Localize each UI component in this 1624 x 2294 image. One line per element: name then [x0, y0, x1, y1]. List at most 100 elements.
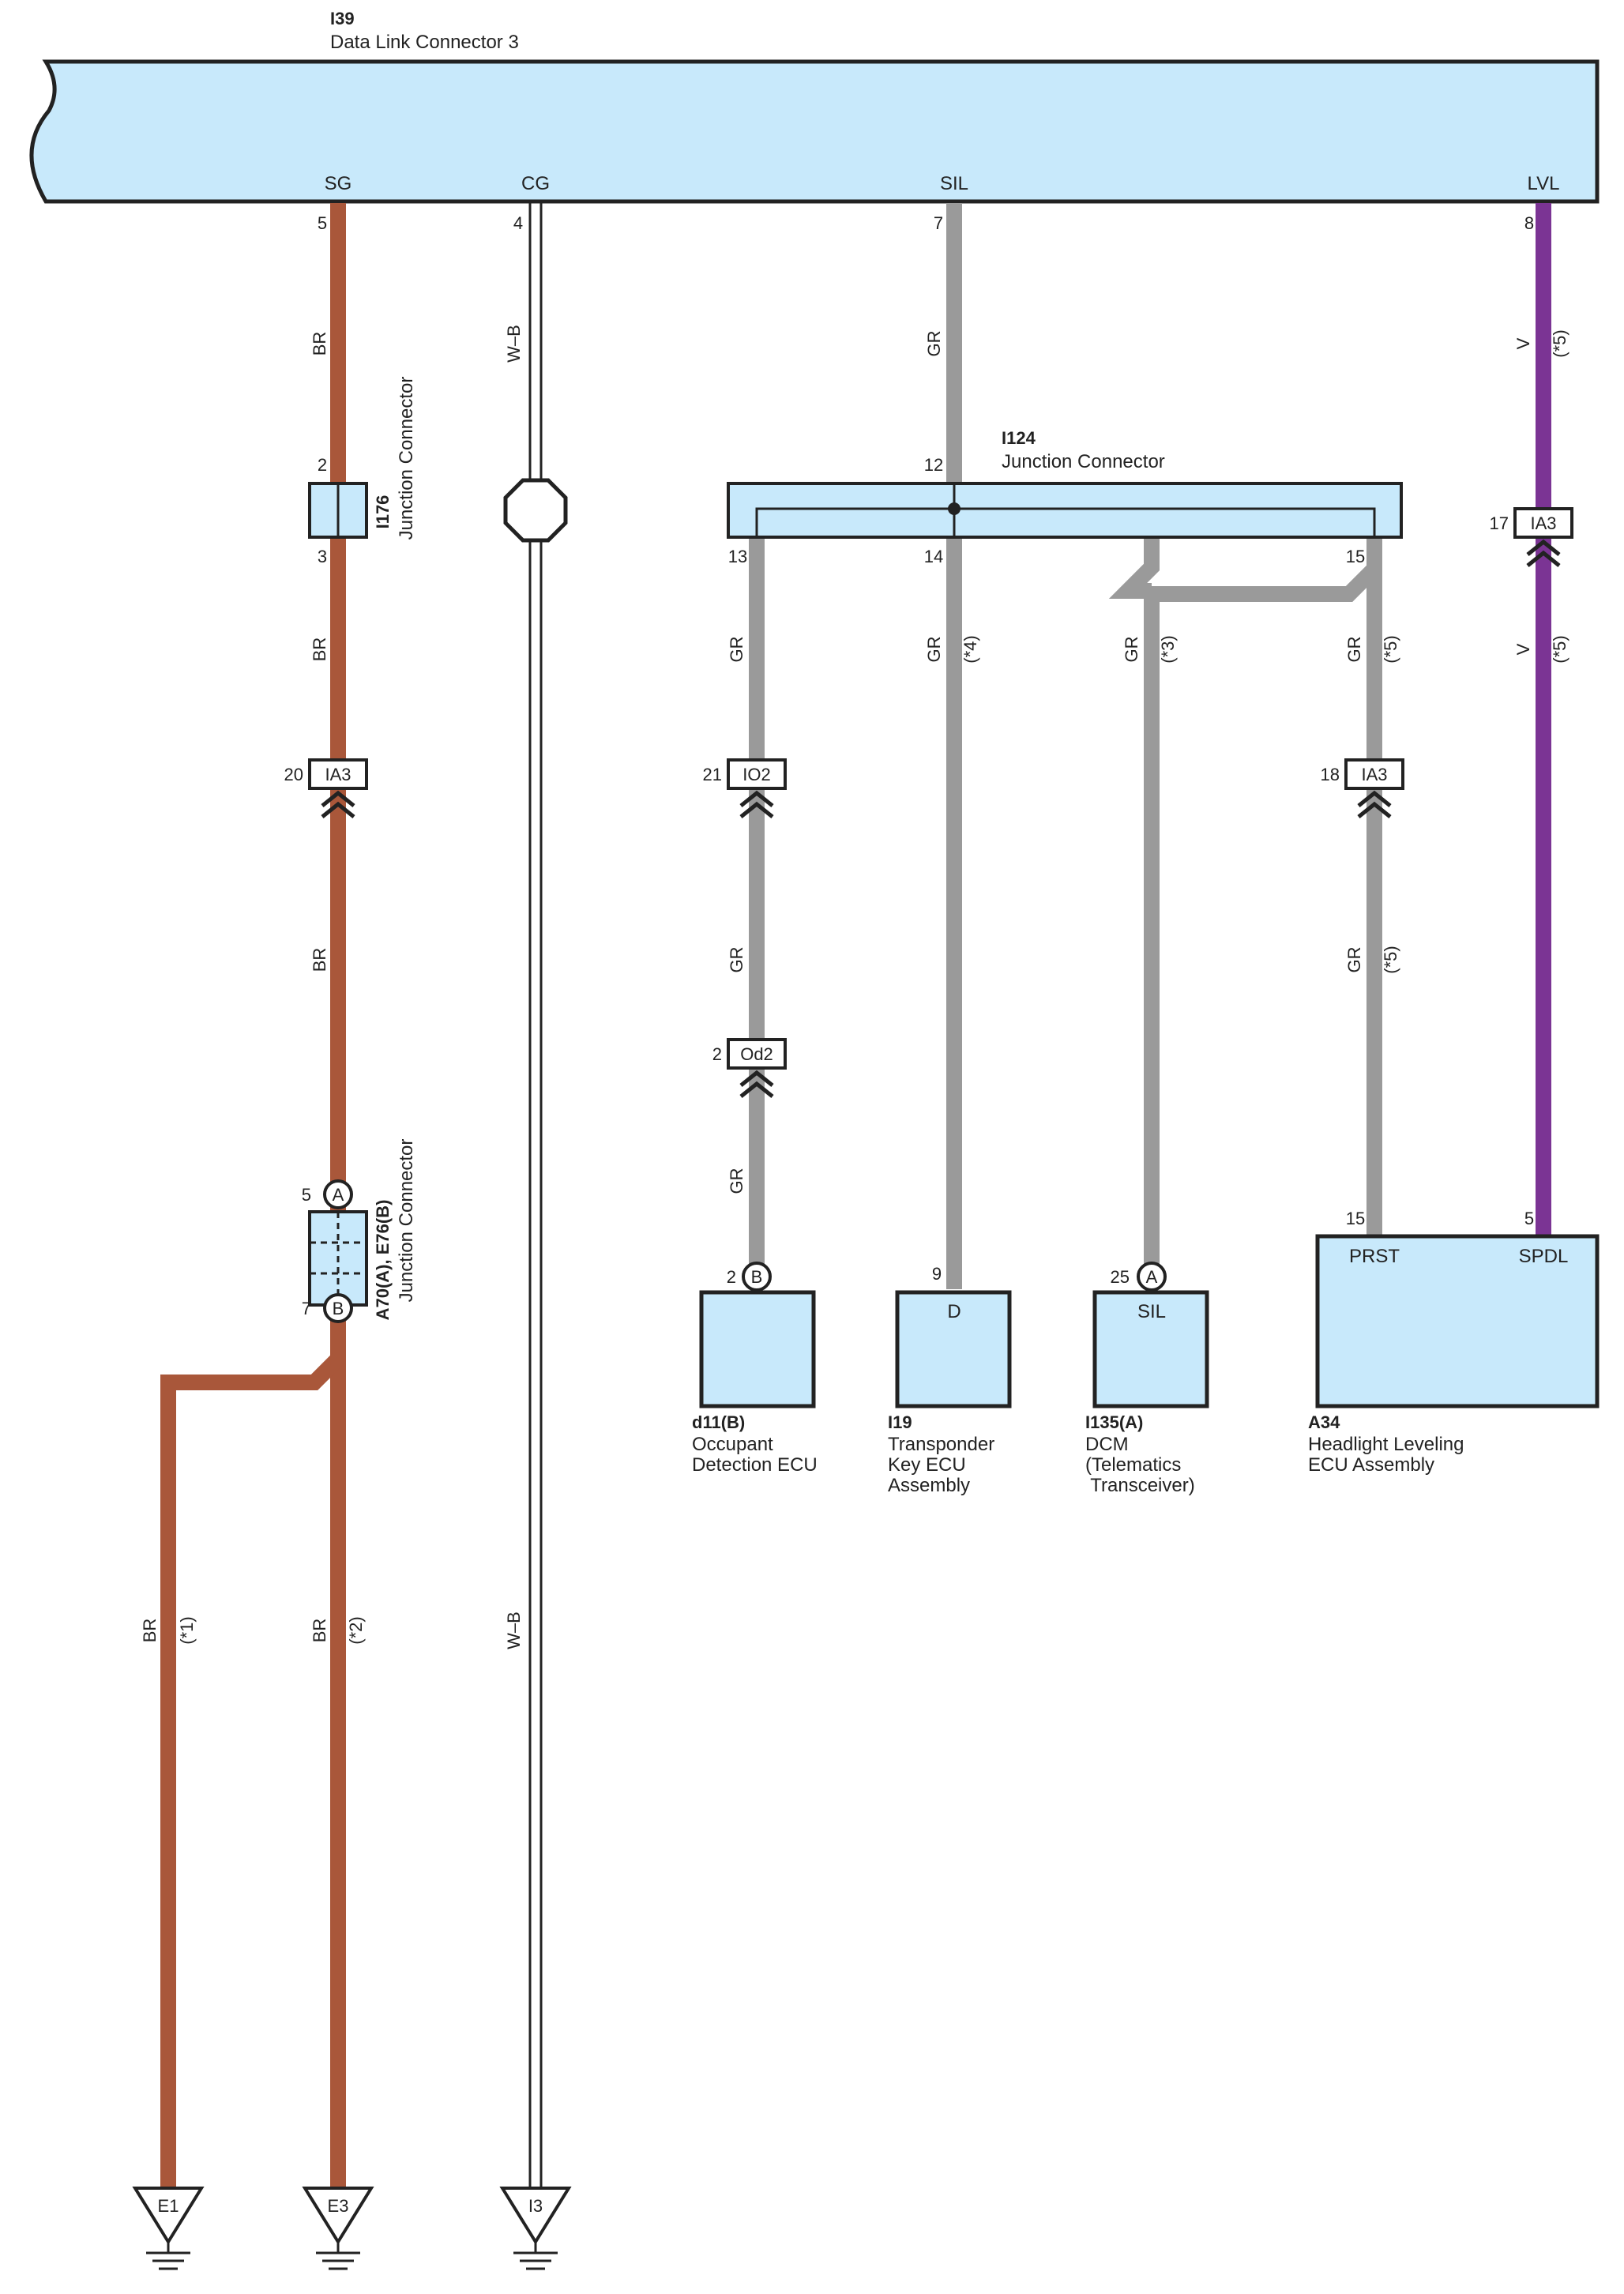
a34-terminal-prst: PRST — [1349, 1246, 1400, 1267]
wire-label-b15-1: GR — [1344, 637, 1364, 663]
junction-i124-pin-12: 12 — [924, 455, 943, 475]
wire-label-lvl-1: V — [1513, 337, 1533, 349]
junction-i124-pin-15: 15 — [1346, 547, 1365, 566]
dlc-pin-7: 7 — [934, 213, 943, 233]
i135-pin: 25 — [1111, 1267, 1130, 1287]
wire-label-b15-2-note: (*5) — [1381, 946, 1400, 973]
wire-label-lvl-2: V — [1513, 643, 1533, 655]
junction-i176-pin-top: 2 — [318, 455, 327, 475]
cg-shield-octagon — [503, 478, 568, 543]
inline-connector-io2: IO2 21 — [703, 758, 787, 818]
d11-name-line-2: Detection ECU — [692, 1454, 818, 1476]
junction-i124: I124 Junction Connector 12 13 14 15 — [727, 428, 1403, 566]
a34-name-line-1: Headlight Leveling — [1308, 1434, 1464, 1455]
wire-label-e3: BR — [310, 1619, 329, 1643]
svg-text:20: 20 — [284, 765, 303, 784]
wire-label-b13-1: GR — [727, 637, 746, 663]
wire-label-b13-2: GR — [727, 947, 746, 973]
junction-i124-pin-14: 14 — [924, 547, 943, 566]
junction-i176: 2 3 I176 Junction Connector — [308, 377, 417, 566]
d11-pin: 2 — [727, 1267, 736, 1287]
wire-label-b15a-note: (*3) — [1158, 635, 1178, 663]
junction-i124-name: Junction Connector — [1002, 451, 1165, 472]
inline-connector-ia3-mid: IA3 18 — [1321, 758, 1404, 818]
wire-color-labels: BR BR BR BR (*1) BR (*2) W–B W–B GR GR G… — [140, 325, 1569, 1649]
i19-name-line-2: Key ECU — [888, 1454, 966, 1476]
wire-label-e3-note: (*2) — [346, 1616, 366, 1644]
i135-name-line-2: (Telematics — [1085, 1454, 1181, 1476]
svg-text:IO2: IO2 — [742, 765, 770, 784]
dlc-pin-4: 4 — [513, 213, 523, 233]
svg-text:E3: E3 — [328, 2196, 349, 2216]
i19-terminal: D — [947, 1301, 960, 1322]
wire-label-b15-1-note: (*5) — [1381, 635, 1400, 663]
junction-i176-pin-bottom: 3 — [318, 547, 327, 566]
component-a34-headlight-leveling-ecu: 15 5 PRST SPDL A34 Headlight Leveling EC… — [1308, 1209, 1600, 1476]
i19-id: I19 — [888, 1412, 912, 1432]
junction-a70-id: A70(A), E76(B) — [373, 1200, 393, 1321]
d11-letter: B — [751, 1267, 763, 1287]
wire-label-lvl-2-note: (*5) — [1550, 635, 1569, 663]
inline-connector-ia3-right: IA3 17 — [1490, 507, 1573, 567]
d11-name-line-1: Occupant — [692, 1434, 773, 1455]
svg-text:17: 17 — [1490, 513, 1509, 533]
svg-text:IA3: IA3 — [325, 765, 351, 784]
svg-text:I3: I3 — [528, 2196, 543, 2216]
junction-a70-name: Junction Connector — [396, 1139, 417, 1303]
wire-label-lvl-1-note: (*5) — [1550, 329, 1569, 357]
dlc-terminal-lvl: LVL — [1528, 173, 1560, 194]
a34-pin-spdl: 5 — [1524, 1209, 1534, 1228]
dlc-name: Data Link Connector 3 — [330, 32, 519, 53]
ground-e1: E1 — [132, 2187, 205, 2270]
dlc-pin-8: 8 — [1524, 213, 1534, 233]
inline-connector-od2: Od2 2 — [712, 1038, 787, 1098]
ground-i3: I3 — [499, 2187, 572, 2270]
svg-text:18: 18 — [1321, 765, 1340, 784]
wire-label-b14: GR — [924, 637, 944, 663]
inline-connector-ia3-left: IA3 20 — [284, 758, 368, 818]
wire-label-sg-1: BR — [310, 332, 329, 356]
i135-terminal: SIL — [1137, 1301, 1166, 1322]
wire-label-b15a: GR — [1122, 637, 1141, 663]
component-i19-transponder-key-ecu: 9 D I19 Transponder Key ECU Assembly — [888, 1264, 1012, 1496]
wire-label-sil-1: GR — [924, 331, 944, 357]
dlc-terminal-sg: SG — [325, 173, 352, 194]
i19-name-line-1: Transponder — [888, 1434, 994, 1455]
wire-label-b13-3: GR — [727, 1168, 746, 1194]
wire-label-b15-2: GR — [1344, 947, 1364, 973]
dlc-terminal-sil: SIL — [940, 173, 968, 194]
a34-id: A34 — [1308, 1412, 1340, 1432]
wire-label-e1: BR — [140, 1619, 160, 1643]
wire-sil-gr — [749, 203, 1382, 1289]
component-d11-occupant-detection-ecu: B 2 d11(B) Occupant Detection ECU — [692, 1262, 818, 1476]
junction-a70-letter-top: A — [333, 1185, 344, 1205]
svg-text:IA3: IA3 — [1361, 765, 1387, 784]
svg-text:21: 21 — [703, 765, 722, 784]
junction-i124-pin-13: 13 — [728, 547, 747, 566]
i135-name-line-1: DCM — [1085, 1434, 1129, 1455]
a34-pin-prst: 15 — [1346, 1209, 1365, 1228]
junction-i176-id: I176 — [373, 495, 393, 529]
dlc-connector-body — [29, 59, 1600, 204]
i135-id: I135(A) — [1085, 1412, 1143, 1432]
dlc-terminal-cg: CG — [521, 173, 550, 194]
dlc-pin-5: 5 — [318, 213, 327, 233]
svg-text:E1: E1 — [158, 2196, 179, 2216]
i135-name-line-3: Transceiver) — [1085, 1475, 1195, 1496]
svg-text:IA3: IA3 — [1530, 513, 1556, 533]
wire-label-sg-2: BR — [310, 637, 329, 662]
junction-a70-pin-top: 5 — [302, 1185, 311, 1205]
wire-label-b14-note: (*4) — [960, 635, 980, 663]
junction-i176-name: Junction Connector — [396, 377, 417, 540]
svg-text:2: 2 — [712, 1044, 722, 1064]
component-i135-dcm: A 25 SIL I135(A) DCM (Telematics Transce… — [1085, 1262, 1209, 1496]
i135-letter: A — [1146, 1267, 1158, 1287]
wire-label-sg-3: BR — [310, 948, 329, 972]
svg-text:Od2: Od2 — [740, 1044, 773, 1064]
a34-terminal-spdl: SPDL — [1519, 1246, 1569, 1267]
ground-e3: E3 — [302, 2187, 374, 2270]
junction-i124-id: I124 — [1002, 428, 1036, 448]
junction-a70-pin-bottom: 7 — [302, 1299, 311, 1318]
i19-pin: 9 — [932, 1264, 942, 1284]
